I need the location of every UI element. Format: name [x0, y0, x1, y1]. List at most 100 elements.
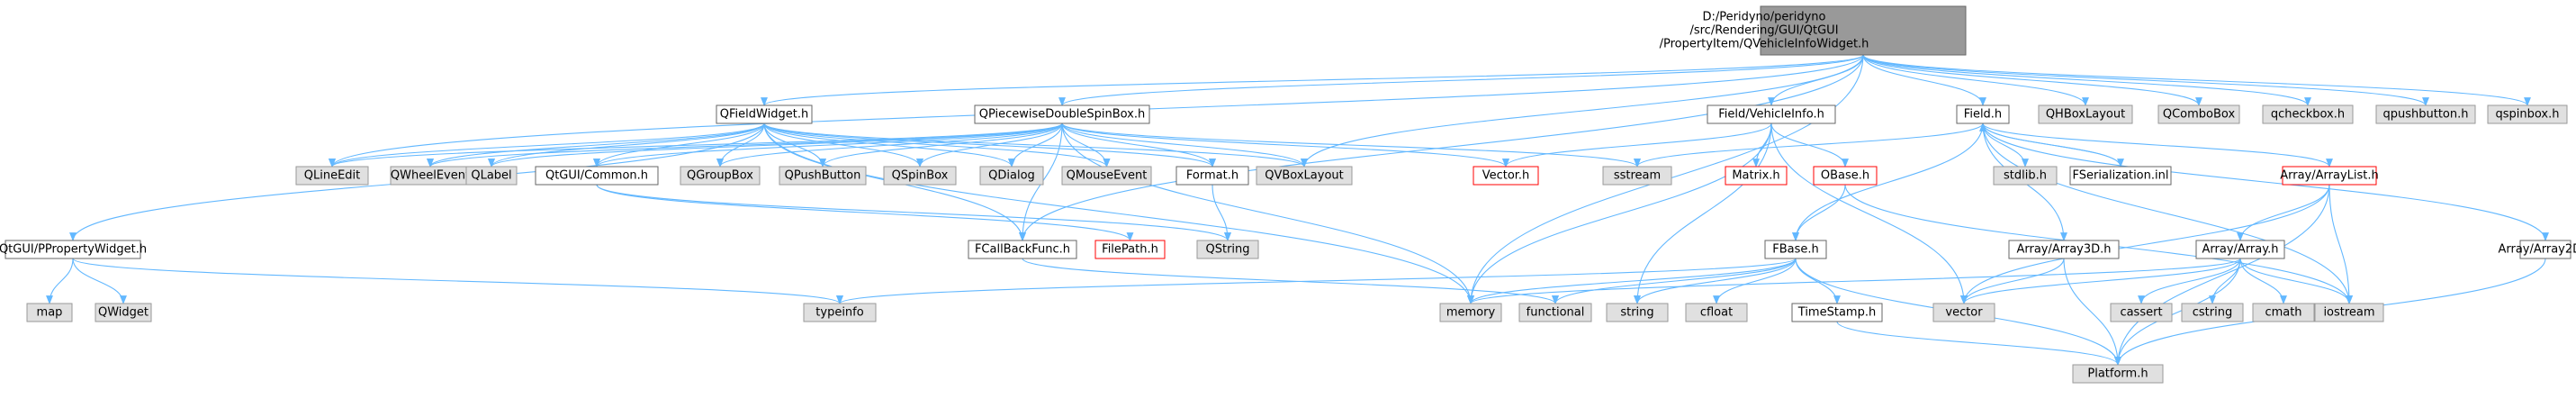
node-box-formath [1175, 166, 1249, 186]
node-label-qdialog: QDialog [988, 169, 1035, 183]
edge-fieldh-to-arraylist [1982, 122, 2333, 168]
edge-fieldh-to-iostream [1982, 122, 2353, 304]
node-qlabel: QLabel [465, 166, 518, 186]
node-qhboxlayout: QHBoxLayout [2038, 104, 2133, 124]
node-qpiecewise[interactable]: QPiecewiseDoubleSpinBox.h [974, 104, 1150, 124]
edge-qpiecewise-to-qdialog [1008, 122, 1063, 168]
node-timestamp[interactable]: TimeStamp.h [1791, 303, 1883, 322]
node-box-qgroupbox [680, 166, 761, 186]
edge-qpiecewise-to-qtguicommon [593, 122, 1063, 168]
edge-qfieldwidget-to-qspinbox [763, 122, 923, 168]
node-qstring: QString [1196, 240, 1259, 259]
edge-arrayh-to-cassert [2138, 258, 2241, 304]
node-fserialization[interactable]: FSerialization.inl [2069, 166, 2172, 186]
edge-obaseh-to-fbaseh [1792, 184, 1846, 241]
node-box-qtguipproperty [5, 240, 141, 259]
node-obaseh[interactable]: OBase.h [1813, 166, 1878, 186]
node-label-cfloat: cfloat [1700, 306, 1733, 320]
node-box-stdlibh [1993, 166, 2058, 186]
edge-root-to-qspinbox_h [1862, 54, 2531, 106]
node-label-timestamp: TimeStamp.h [1797, 306, 1876, 320]
edge-qpiecewise-to-qspinbox [916, 122, 1063, 168]
node-box-qfieldwidget [716, 104, 813, 124]
node-qfieldwidget[interactable]: QFieldWidget.h [716, 104, 813, 124]
node-fieldh[interactable]: Field.h [1956, 104, 2010, 124]
node-box-fbaseh [1764, 240, 1827, 259]
node-box-array3d [2008, 240, 2120, 259]
node-qspinbox_h: qspinbox.h [2487, 104, 2568, 124]
node-matrixh[interactable]: Matrix.h [1725, 166, 1788, 186]
node-label-cassert: cassert [2120, 306, 2162, 320]
edge-arrayh-to-cmath [2239, 258, 2287, 304]
edge-root-to-fieldh [1862, 54, 1986, 106]
node-label-qcombobox: QComboBox [2163, 108, 2236, 122]
node-qtguipproperty[interactable]: QtGUI/PPropertyWidget.h [0, 240, 147, 259]
edge-qfieldwidget-to-qlabel [488, 122, 765, 168]
node-typeinfo: typeinfo [803, 303, 877, 322]
edge-qpiecewise-to-qlineedit [329, 122, 1063, 168]
node-qcheckbox: qcheckbox.h [2262, 104, 2354, 124]
edge-fbaseh-to-typeinfo [836, 258, 1797, 304]
node-label-root-line-1: /src/Rendering/GUI/QtGUI [1689, 24, 1838, 38]
edge-qfieldwidget-to-qlineedit [329, 122, 765, 168]
node-box-qmouseevent [1061, 166, 1152, 186]
node-array3d[interactable]: Array/Array3D.h [2008, 240, 2120, 259]
edge-root-to-qhboxlayout [1862, 54, 2089, 106]
node-label-matrixh: Matrix.h [1732, 169, 1779, 183]
node-label-root-line-2: /PropertyItem/QVehicleInfoWidget.h [1660, 38, 1869, 51]
node-stdlibh: stdlib.h [1993, 166, 2058, 186]
node-label-filepath: FilePath.h [1102, 243, 1158, 257]
node-root[interactable]: D:/Peridyno/peridyno/src/Rendering/GUI/Q… [1660, 5, 1967, 56]
edge-qtguipproperty-to-typeinfo [72, 258, 843, 304]
edge-qpiecewise-to-memory [1061, 122, 1474, 304]
node-arrayh[interactable]: Array/Array.h [2195, 240, 2285, 259]
edge-root-to-qpiecewise [1058, 54, 1864, 106]
node-label-fserialization: FSerialization.inl [2073, 169, 2169, 183]
node-label-arraylist: Array/ArrayList.h [2280, 169, 2379, 183]
node-label-qfieldwidget: QFieldWidget.h [720, 108, 808, 122]
node-box-qpushbutton_h [2375, 104, 2476, 124]
edge-qfieldwidget-to-memory [763, 122, 1474, 304]
node-box-qstring [1196, 240, 1259, 259]
edge-array3d-to-vector [1960, 258, 2065, 304]
edge-arrayh-to-platform [2114, 258, 2241, 366]
node-formath[interactable]: Format.h [1175, 166, 1249, 186]
node-label-qstring: QString [1205, 243, 1249, 257]
edge-qtguicommon-to-qstring [596, 184, 1231, 241]
node-vehicleinfo[interactable]: Field/VehicleInfo.h [1707, 104, 1836, 124]
node-label-vehicleinfo: Field/VehicleInfo.h [1718, 108, 1824, 122]
node-box-qlabel [465, 166, 518, 186]
edge-arraylist-to-arrayh [2237, 184, 2330, 241]
node-label-arrayh: Array/Array.h [2202, 243, 2279, 257]
edge-qpiecewise-to-vectorh [1061, 122, 1509, 168]
node-box-root [1760, 5, 1967, 56]
edge-fbaseh-to-timestamp [1795, 258, 1841, 304]
node-box-string [1606, 303, 1669, 322]
edge-root-to-qpushbutton_h [1862, 54, 2429, 106]
edge-qfieldwidget-to-qvboxlayout [763, 122, 1308, 168]
node-qgroupbox: QGroupBox [680, 166, 761, 186]
node-filepath[interactable]: FilePath.h [1094, 240, 1166, 259]
edge-formath-to-qstring [1211, 184, 1231, 241]
edge-root-to-fcallbackfunc [1019, 54, 1864, 241]
node-fbaseh[interactable]: FBase.h [1764, 240, 1827, 259]
edge-fieldh-to-fbaseh [1792, 122, 1984, 241]
node-box-matrixh [1725, 166, 1788, 186]
node-array2d[interactable]: Array/Array2D.h [2498, 240, 2576, 259]
node-box-qvboxlayout [1256, 166, 1353, 186]
node-vectorh[interactable]: Vector.h [1473, 166, 1539, 186]
node-box-timestamp [1791, 303, 1883, 322]
node-box-memory [1439, 303, 1502, 322]
edge-fbaseh-to-string [1634, 258, 1797, 304]
node-qtguicommon[interactable]: QtGUI/Common.h [535, 166, 659, 186]
edge-qfieldwidget-to-qmouseevent [763, 122, 1111, 168]
node-box-qspinbox_h [2487, 104, 2568, 124]
node-fcallbackfunc[interactable]: FCallBackFunc.h [968, 240, 1077, 259]
edge-fbaseh-to-memory [1467, 258, 1797, 304]
edge-fbaseh-to-cfloat [1713, 258, 1797, 304]
edge-qfieldwidget-to-qtguicommon [593, 122, 765, 168]
node-string: string [1606, 303, 1669, 322]
node-label-array2d: Array/Array2D.h [2498, 243, 2576, 257]
node-label-vectorh: Vector.h [1482, 169, 1530, 183]
node-arraylist[interactable]: Array/ArrayList.h [2280, 166, 2379, 186]
